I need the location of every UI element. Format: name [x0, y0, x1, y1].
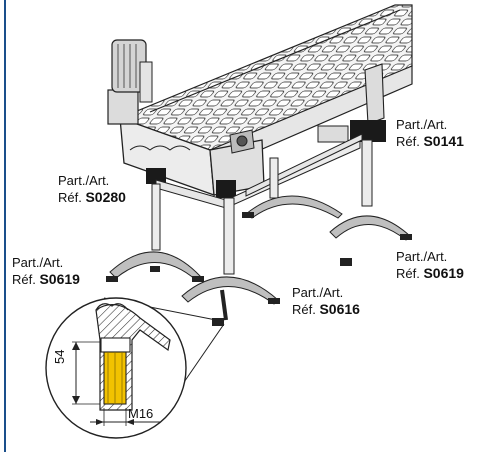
part-code: S0280	[85, 189, 126, 205]
callout-line1: Part./Art.	[396, 249, 448, 264]
dimension-height: 54	[52, 349, 67, 364]
callout-ref-prefix: Réf.	[396, 266, 420, 281]
callout-s0280: Part./Art. Réf. S0280	[58, 172, 126, 206]
part-code: S0616	[319, 301, 360, 317]
callout-ref-prefix: Réf.	[12, 272, 36, 287]
callout-s0616: Part./Art. Réf. S0616	[292, 284, 360, 318]
callout-line1: Part./Art.	[12, 255, 64, 270]
support-legs	[151, 139, 373, 275]
part-code: S0141	[423, 133, 464, 149]
left-frame-border	[4, 0, 6, 452]
part-code: S0619	[39, 271, 80, 287]
callout-s0619-right: Part./Art. Réf. S0619	[396, 248, 464, 282]
callout-s0619-left: Part./Art. Réf. S0619	[12, 254, 80, 288]
callout-ref-prefix: Réf.	[292, 302, 316, 317]
dimension-thread: M16	[128, 406, 154, 421]
callout-line1: Part./Art.	[58, 173, 110, 188]
callout-line1: Part./Art.	[292, 285, 344, 300]
callout-line2: Réf. S0619	[396, 265, 464, 282]
callout-line2: Réf. S0619	[12, 271, 80, 288]
motor	[107, 39, 153, 125]
callout-line2: Réf. S0280	[58, 189, 126, 206]
callout-s0141: Part./Art. Réf. S0141	[396, 116, 464, 150]
part-code: S0619	[423, 265, 464, 281]
callout-line2: Réf. S0616	[292, 301, 360, 318]
leg-feet	[106, 195, 412, 326]
foot-thread-detail	[45, 297, 187, 439]
callout-ref-prefix: Réf.	[58, 190, 82, 205]
callout-ref-prefix: Réf.	[396, 134, 420, 149]
callout-line1: Part./Art.	[396, 117, 448, 132]
callout-line2: Réf. S0141	[396, 133, 464, 150]
